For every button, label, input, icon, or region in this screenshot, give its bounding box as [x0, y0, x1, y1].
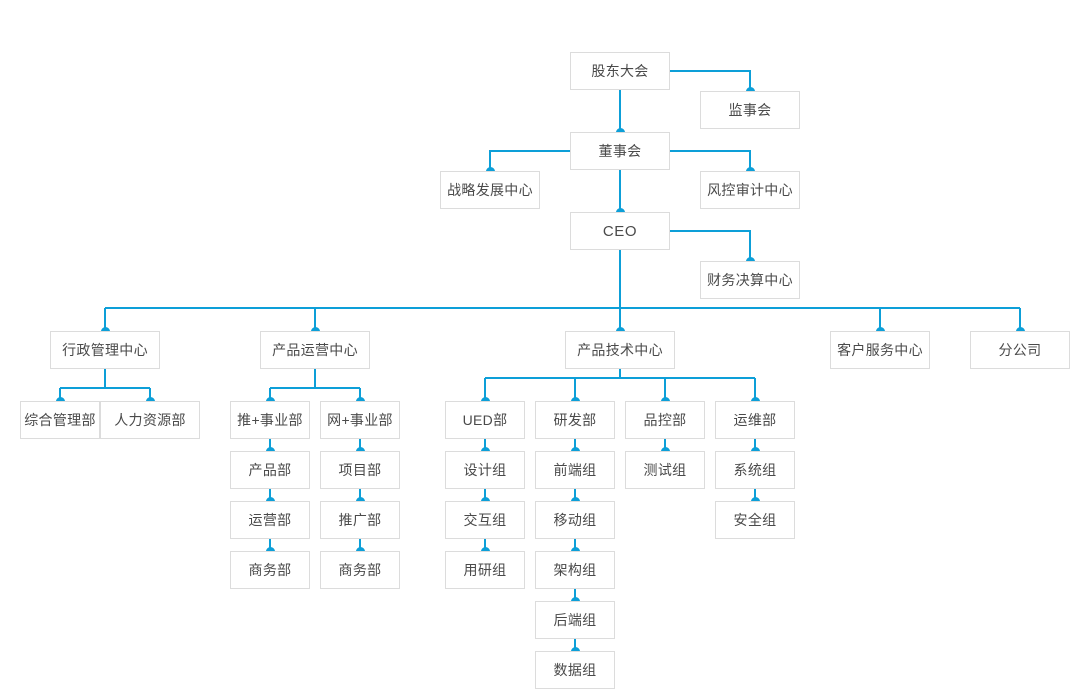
- node-board-of-directors[interactable]: 董事会: [570, 132, 670, 170]
- node-product-technology-center[interactable]: 产品技术中心: [565, 331, 675, 369]
- node-research-development-dept[interactable]: 研发部: [535, 401, 615, 439]
- node-data-group[interactable]: 数据组: [535, 651, 615, 689]
- node-tui-plus-division[interactable]: 推+事业部: [230, 401, 310, 439]
- node-project-dept[interactable]: 项目部: [320, 451, 400, 489]
- node-architecture-group[interactable]: 架构组: [535, 551, 615, 589]
- node-test-group[interactable]: 测试组: [625, 451, 705, 489]
- node-risk-audit-center[interactable]: 风控审计中心: [700, 171, 800, 209]
- node-system-group[interactable]: 系统组: [715, 451, 795, 489]
- node-human-resources-dept[interactable]: 人力资源部: [100, 401, 200, 439]
- node-promotion-dept[interactable]: 推广部: [320, 501, 400, 539]
- node-operations-maintenance-dept[interactable]: 运维部: [715, 401, 795, 439]
- node-strategy-development-center[interactable]: 战略发展中心: [440, 171, 540, 209]
- node-frontend-group[interactable]: 前端组: [535, 451, 615, 489]
- node-customer-service-center[interactable]: 客户服务中心: [830, 331, 930, 369]
- node-board-of-supervisors[interactable]: 监事会: [700, 91, 800, 129]
- node-ceo[interactable]: CEO: [570, 212, 670, 250]
- node-security-group[interactable]: 安全组: [715, 501, 795, 539]
- node-product-operations-center[interactable]: 产品运营中心: [260, 331, 370, 369]
- node-backend-group[interactable]: 后端组: [535, 601, 615, 639]
- node-user-research-group[interactable]: 用研组: [445, 551, 525, 589]
- node-design-group[interactable]: 设计组: [445, 451, 525, 489]
- node-quality-control-dept[interactable]: 品控部: [625, 401, 705, 439]
- node-ued-dept[interactable]: UED部: [445, 401, 525, 439]
- node-finance-settlement-center[interactable]: 财务决算中心: [700, 261, 800, 299]
- node-branch-company[interactable]: 分公司: [970, 331, 1070, 369]
- node-business-dept-right[interactable]: 商务部: [320, 551, 400, 589]
- node-business-dept-left[interactable]: 商务部: [230, 551, 310, 589]
- node-interaction-group[interactable]: 交互组: [445, 501, 525, 539]
- node-wang-plus-division[interactable]: 网+事业部: [320, 401, 400, 439]
- node-product-dept[interactable]: 产品部: [230, 451, 310, 489]
- node-general-management-dept[interactable]: 综合管理部: [20, 401, 100, 439]
- node-mobile-group[interactable]: 移动组: [535, 501, 615, 539]
- node-shareholders-meeting[interactable]: 股东大会: [570, 52, 670, 90]
- node-admin-management-center[interactable]: 行政管理中心: [50, 331, 160, 369]
- node-operations-dept[interactable]: 运营部: [230, 501, 310, 539]
